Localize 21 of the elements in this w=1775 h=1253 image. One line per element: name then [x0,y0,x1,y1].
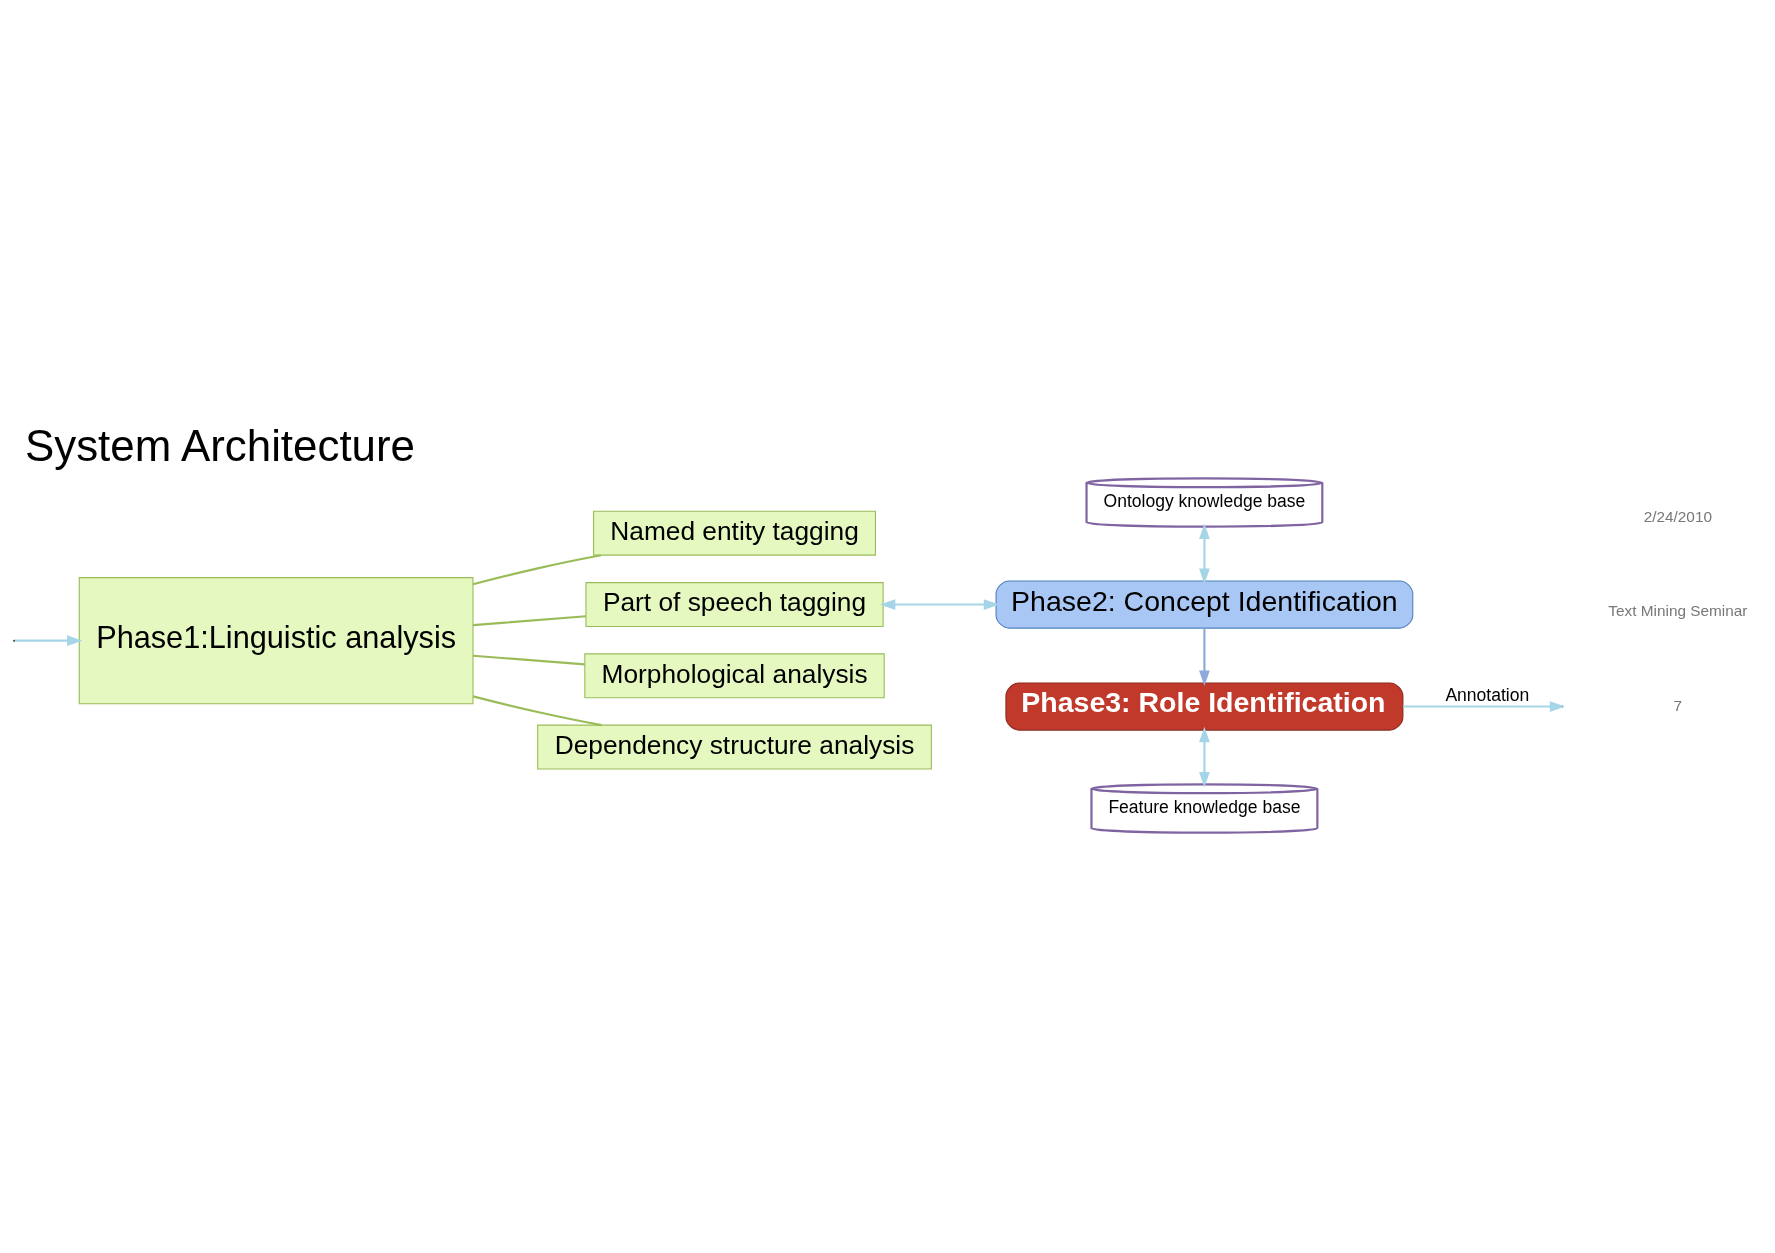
connector [472,694,602,726]
arrow [1199,726,1210,787]
diagram-title: System Architecture [24,420,415,470]
edge-label: Annotation [1445,684,1530,705]
node-box: Morphological analysis [584,652,885,698]
label: Text Mining Seminar [1608,601,1748,619]
arrow [1199,523,1210,584]
node-box: Phase3: Role Identification [1005,681,1404,731]
connector [472,654,585,665]
node-box: Dependency structure analysis [537,724,932,770]
arrow [14,634,83,646]
arrow [1199,627,1210,686]
arrow [879,598,1000,610]
label: 7 [1673,696,1683,714]
connector [472,553,602,585]
node-box: Phase1:Linguistic analysis [78,576,474,704]
label: 2/24/2010 [1643,507,1712,525]
node-box: Named entity tagging [593,510,876,556]
connector [472,614,586,626]
node-box: Phase2: Concept Identification [995,579,1414,629]
node-box: Part of speech tagging [585,581,884,627]
